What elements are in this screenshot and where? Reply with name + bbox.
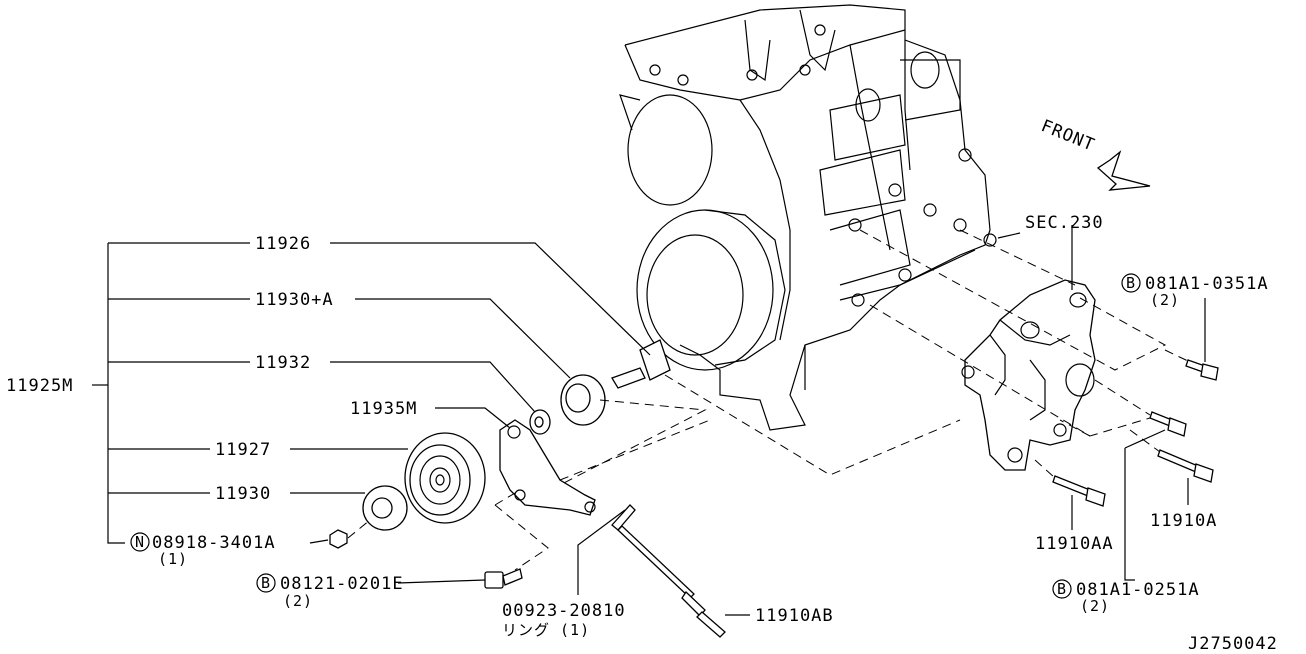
label-11910aa: 11910AA xyxy=(1035,534,1114,554)
washer-11932 xyxy=(529,409,551,435)
rod-11910ab xyxy=(611,504,726,638)
bracket-assembly xyxy=(961,279,1096,471)
label-nut-qty: (1) xyxy=(158,550,188,568)
label-bolt1-part: 08121-0201E xyxy=(280,574,404,594)
front-arrow: FRONT xyxy=(1038,116,1151,191)
n-badge-letter: N xyxy=(135,533,145,551)
b-badge-1-letter: B xyxy=(261,574,271,592)
bolt-081a1-0351a xyxy=(1185,359,1219,381)
idler-pulley-parts xyxy=(329,339,726,638)
label-11926: 11926 xyxy=(255,234,311,254)
nut-08918 xyxy=(329,529,348,549)
leader-lines xyxy=(92,225,1206,616)
spacer-11930 xyxy=(362,485,408,531)
label-11935m: 11935M xyxy=(350,399,417,419)
label-bolt3-qty: (2) xyxy=(1080,597,1110,615)
label-bolt2-part: 081A1-0351A xyxy=(1145,274,1269,294)
bolt-08121 xyxy=(484,568,523,589)
label-ring-desc: リング (1) xyxy=(502,621,590,639)
b-badge-3 xyxy=(1052,579,1072,599)
front-label: FRONT xyxy=(1038,116,1098,156)
labels: 11926 11930+A 11932 11935M 11927 11930 1… xyxy=(6,213,1278,654)
stud-11926 xyxy=(611,339,671,389)
n-badge xyxy=(130,532,150,552)
pulley-11927 xyxy=(404,432,486,524)
pulley-11930a xyxy=(560,374,606,426)
b-badge-2-letter: B xyxy=(1126,274,1136,292)
assembly-lines xyxy=(347,229,1191,571)
label-11910a: 11910A xyxy=(1150,511,1217,531)
diagram-code: J2750042 xyxy=(1188,634,1278,654)
label-11925m: 11925M xyxy=(6,376,73,396)
label-bolt2-qty: (2) xyxy=(1150,291,1180,309)
label-bolt1-qty: (2) xyxy=(283,592,313,610)
b-badge-3-letter: B xyxy=(1057,580,1067,598)
bolt-11910aa xyxy=(1052,475,1106,507)
label-11930a: 11930+A xyxy=(255,290,334,310)
label-11927: 11927 xyxy=(215,440,271,460)
b-badge-2 xyxy=(1121,273,1141,293)
label-ring-part: 00923-20810 xyxy=(502,601,626,621)
label-11932: 11932 xyxy=(255,353,311,373)
label-11910ab: 11910AB xyxy=(755,606,834,626)
bracket-11935m xyxy=(499,419,596,516)
label-11930: 11930 xyxy=(215,484,271,504)
bolts-right xyxy=(1052,359,1219,507)
bolt-081a1-0251a xyxy=(1149,411,1187,437)
label-nut-part: 08918-3401A xyxy=(152,533,276,553)
label-sec: SEC.230 xyxy=(1025,213,1104,233)
label-bolt3-part: 081A1-0251A xyxy=(1076,580,1200,600)
engine-block xyxy=(619,4,997,431)
bolt-11910a xyxy=(1157,449,1214,483)
b-badge-1 xyxy=(256,573,276,593)
